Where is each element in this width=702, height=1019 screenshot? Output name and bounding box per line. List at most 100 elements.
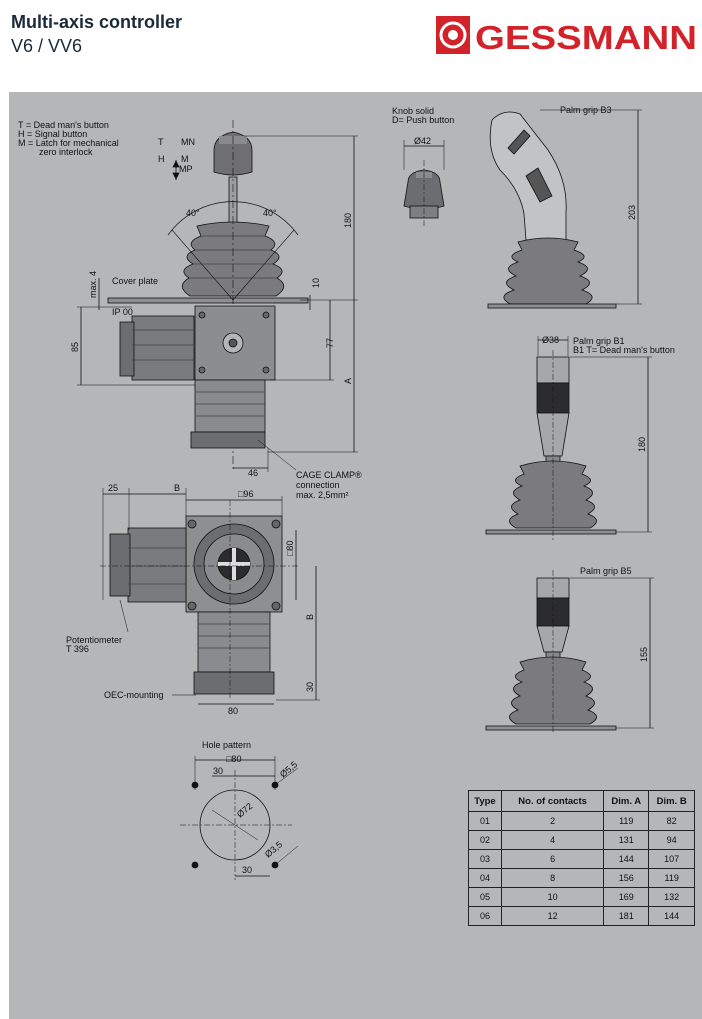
label-palm-grip-b5: Palm grip B5 (580, 566, 632, 576)
table-row: 03 6 144 107 (468, 849, 695, 869)
palm-grip-b3-view (487, 109, 642, 309)
table-cell: 2 (500, 811, 605, 831)
document-title: Multi-axis controller (11, 12, 183, 32)
table-cell: 144 (603, 849, 650, 869)
label-h: H (158, 154, 165, 164)
label-mp: MP (179, 164, 193, 174)
dim-max4: max. 4 (88, 271, 98, 298)
dim-10: 10 (311, 278, 321, 288)
table-cell: 03 (468, 849, 502, 869)
table-cell: 119 (603, 811, 650, 831)
table-header-contacts: No. of contacts (500, 790, 605, 812)
dim-angle-left: 40° (186, 208, 200, 218)
table-header-dim-b: Dim. B (648, 790, 695, 812)
side-view (77, 120, 358, 472)
label-cage-clamp: CAGE CLAMP® (296, 470, 362, 480)
dim-38: Ø38 (542, 335, 559, 345)
dim-a: A (343, 378, 353, 384)
legend-latch: M = Latch for mechanical (18, 138, 119, 148)
label-palm-grip-b3: Palm grip B3 (560, 105, 612, 115)
dim-80: 80 (228, 706, 238, 716)
table-cell: 05 (468, 887, 502, 907)
table-row: 01 2 119 82 (468, 811, 695, 831)
table-header-type: Type (468, 790, 502, 812)
table-cell: 6 (500, 849, 605, 869)
dim-hp-30b: 30 (242, 865, 252, 875)
table-cell: 02 (468, 830, 502, 850)
label-max-wire: max. 2,5mm² (296, 490, 349, 500)
table-cell: 01 (468, 811, 502, 831)
palm-grip-b5-view (485, 570, 654, 734)
dim-77: 77 (325, 338, 335, 348)
palm-grip-b1-view (485, 336, 652, 540)
dim-80sq: □80 (285, 541, 295, 556)
table-cell: 131 (603, 830, 650, 850)
table-cell: 156 (603, 868, 650, 888)
label-potentiometer: Potentiometer (66, 635, 122, 645)
dim-angle-right: 40° (263, 208, 277, 218)
label-m: M (181, 154, 189, 164)
label-t: T (158, 137, 164, 147)
dim-hp-35: Ø3,5 (263, 839, 284, 859)
label-hole-pattern: Hole pattern (202, 740, 251, 750)
table-cell: 4 (500, 830, 605, 850)
table-cell: 12 (500, 906, 605, 926)
table-cell: 82 (648, 811, 695, 831)
label-connection: connection (296, 480, 340, 490)
table-cell: 10 (500, 887, 605, 907)
dim-b2: B (305, 614, 315, 620)
legend-signal-button: H = Signal button (18, 129, 87, 139)
label-knob-solid: Knob solid (392, 106, 434, 116)
label-cover-plate: Cover plate (112, 276, 158, 286)
table-row: 05 10 169 132 (468, 887, 695, 907)
legend: T = Dead man's button H = Signal button … (18, 120, 119, 157)
label-mn: MN (181, 137, 195, 147)
dim-25: 25 (108, 483, 118, 493)
table-cell: 119 (648, 868, 695, 888)
label-push-button: D= Push button (392, 115, 454, 125)
dim-hp-55: Ø5,5 (278, 759, 299, 779)
document-subtitle: V6 / VV6 (11, 36, 83, 56)
dim-hp-72: Ø72 (235, 801, 254, 820)
dim-hp-80: □80 (226, 754, 241, 764)
table-cell: 04 (468, 868, 502, 888)
top-view (100, 488, 320, 705)
table-row: 06 12 181 144 (468, 906, 695, 926)
label-oec-mounting: OEC-mounting (104, 690, 164, 700)
table-cell: 107 (648, 849, 695, 869)
dim-96: □96 (238, 489, 253, 499)
label-ip00: IP 00 (112, 307, 133, 317)
table-row: 02 4 131 94 (468, 830, 695, 850)
table-cell: 144 (648, 906, 695, 926)
dim-203: 203 (627, 205, 637, 220)
table-cell: 132 (648, 887, 695, 907)
dimension-table: Type No. of contacts Dim. A Dim. B 01 2 … (468, 790, 695, 926)
table-row: 04 8 156 119 (468, 868, 695, 888)
table-cell: 181 (603, 906, 650, 926)
table-cell: 94 (648, 830, 695, 850)
table-cell: 8 (500, 868, 605, 888)
legend-zero-interlock: zero interlock (39, 147, 93, 157)
dim-180b: 180 (637, 437, 647, 452)
table-header-dim-a: Dim. A (603, 790, 650, 812)
dim-b: B (174, 483, 180, 493)
dim-42: Ø42 (414, 136, 431, 146)
hole-pattern-view (180, 756, 299, 880)
label-palm-grip-b1: Palm grip B1 (573, 336, 625, 346)
legend-dead-mans-button: T = Dead man's button (18, 120, 109, 130)
dim-85: 85 (70, 342, 80, 352)
dim-hp-30a: 30 (213, 766, 223, 776)
label-b1-dead-man: B1 T= Dead man's button (573, 345, 675, 355)
label-t396: T 396 (66, 644, 89, 654)
dim-155: 155 (639, 647, 649, 662)
dim-30: 30 (305, 682, 315, 692)
table-header-row: Type No. of contacts Dim. A Dim. B (468, 790, 695, 812)
dim-180: 180 (343, 213, 353, 228)
table-cell: 06 (468, 906, 502, 926)
side-view-annotations: T MN H M MP 40° 40° 180 10 77 A max. 4 8… (70, 137, 362, 500)
table-cell: 169 (603, 887, 650, 907)
logo-wordmark: GESSMANN (475, 19, 697, 54)
gessmann-logo: GESSMANN (436, 16, 697, 54)
knob-solid-view (403, 140, 445, 228)
